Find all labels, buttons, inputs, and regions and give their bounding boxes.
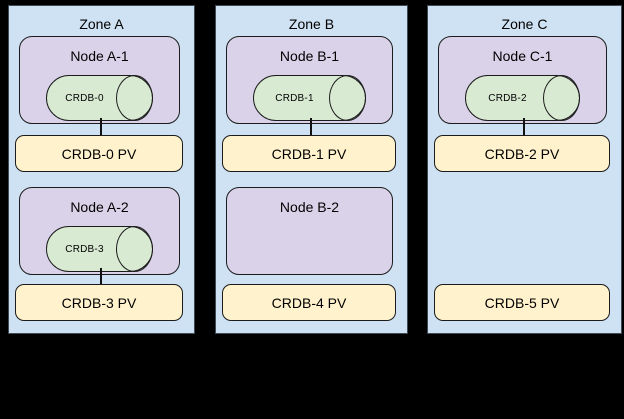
pv-box: CRDB-1 PV	[222, 135, 396, 172]
connector-line	[522, 118, 525, 136]
db-label: CRDB-0	[65, 92, 104, 104]
node-title: Node A-1	[70, 48, 129, 64]
pv-label: CRDB-5 PV	[484, 294, 560, 311]
node-box-a2: Node A-2 CRDB-3	[19, 187, 180, 275]
node-title: Node B-1	[279, 48, 340, 64]
pv-label: CRDB-4 PV	[271, 294, 347, 311]
node-box-b1: Node B-1 CRDB-1	[226, 36, 393, 124]
pv-box: CRDB-2 PV	[434, 135, 610, 172]
db-cylinder-crdb0: CRDB-0	[46, 75, 153, 121]
db-cylinder-face	[329, 75, 366, 121]
zone-title: Zone C	[501, 16, 548, 32]
node-title: Node B-2	[279, 199, 340, 215]
node-title: Node A-2	[70, 199, 129, 215]
pv-label: CRDB-3 PV	[61, 294, 137, 311]
db-label: CRDB-2	[488, 92, 527, 104]
pv-box: CRDB-3 PV	[15, 284, 183, 321]
node-box-b2-empty: Node B-2	[226, 187, 393, 275]
pv-label: CRDB-1 PV	[271, 145, 347, 162]
zone-title: Zone A	[79, 16, 124, 32]
zone-box-b: Zone B Node B-1 CRDB-1 CRDB-1 PV Node B-…	[215, 5, 408, 334]
db-cylinder-crdb2: CRDB-2	[465, 75, 580, 121]
pv-label: CRDB-0 PV	[61, 145, 137, 162]
db-cylinder-face	[543, 75, 580, 121]
connector-line	[99, 268, 102, 285]
db-label: CRDB-3	[65, 243, 104, 255]
pv-box: CRDB-0 PV	[15, 135, 183, 172]
pv-box: CRDB-5 PV	[434, 284, 610, 321]
db-cylinder-crdb3: CRDB-3	[46, 226, 153, 272]
pv-box: CRDB-4 PV	[222, 284, 396, 321]
node-box-a1: Node A-1 CRDB-0	[19, 36, 180, 124]
node-box-c1: Node C-1 CRDB-2	[438, 36, 607, 124]
node-title: Node C-1	[492, 48, 553, 64]
connector-line	[99, 118, 102, 136]
db-cylinder-face	[116, 75, 153, 121]
db-cylinder-crdb1: CRDB-1	[253, 75, 366, 121]
zone-box-a: Zone A Node A-1 CRDB-0 CRDB-0 PV Node A-…	[8, 5, 195, 334]
pv-label: CRDB-2 PV	[484, 145, 560, 162]
db-cylinder-face	[116, 226, 153, 272]
zone-box-c: Zone C Node C-1 CRDB-2 CRDB-2 PV CRDB-5 …	[427, 5, 622, 334]
connector-line	[309, 118, 312, 136]
db-label: CRDB-1	[275, 92, 314, 104]
zone-title: Zone B	[288, 16, 335, 32]
